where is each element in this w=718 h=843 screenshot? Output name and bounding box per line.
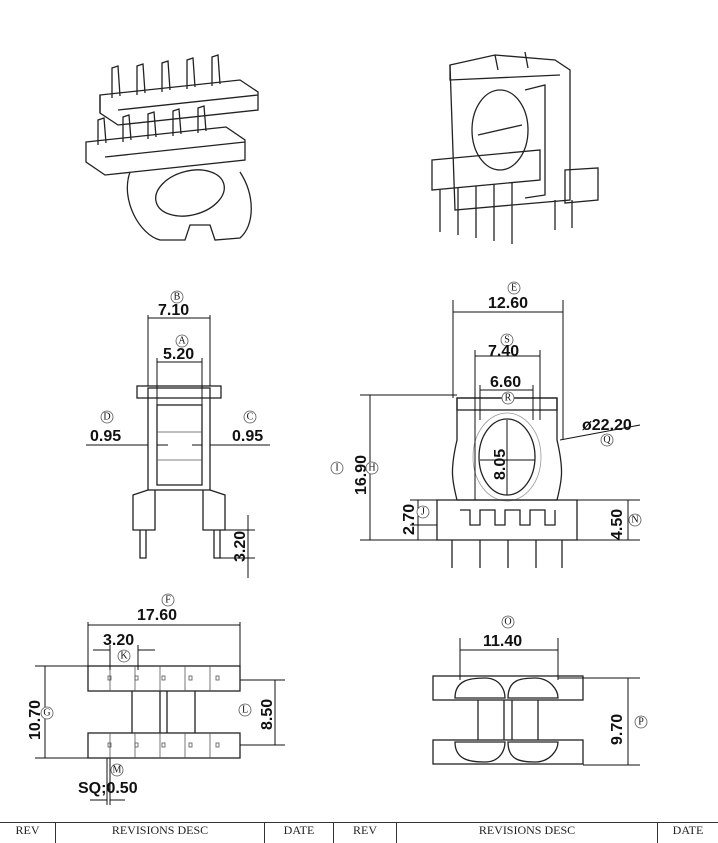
isometric-view-right [431,51,599,244]
label-P: P [638,717,644,728]
label-R: R [505,393,512,404]
dim-F: 17.60 [137,607,177,624]
isometric-view-left [85,54,259,241]
dim-S: 7.40 [488,343,519,360]
header-revisions-desc: REVISIONS DESC [56,823,265,843]
dim-pin-length: 3.20 [232,531,249,562]
dim-G: 10.70 [27,700,44,740]
dim-P: 9.70 [609,714,626,745]
label-D: D [103,412,110,423]
label-A: A [178,336,186,347]
label-I: I [335,463,338,474]
header-rev: REV [0,823,56,843]
dim-A: 5.20 [163,346,194,363]
label-C: C [247,412,254,423]
dim-N: 4.50 [609,509,626,540]
dim-H: 16.90 [353,455,370,495]
label-Q: Q [603,435,611,446]
dim-O: 11.40 [483,633,522,650]
header-revisions-desc-2: REVISIONS DESC [397,823,658,843]
dim-L: 8.50 [259,699,276,730]
dim-K: 3.20 [103,632,134,649]
dim-C: 0.95 [232,428,263,445]
dim-R: 6.60 [490,374,521,391]
revisions-table-header: REV REVISIONS DESC DATE REV REVISIONS DE… [0,822,718,843]
label-O: O [504,617,511,628]
label-B: B [174,292,181,303]
dim-Q: ø22.20 [582,417,632,434]
dim-B: 7.10 [158,302,189,319]
header-rev-2: REV [334,823,397,843]
label-S: S [504,335,510,346]
label-G: G [43,708,50,719]
label-F: F [165,595,171,606]
label-J: J [421,507,425,518]
label-E: E [511,283,517,294]
label-L: L [242,705,248,716]
dim-D: 0.95 [90,428,121,445]
dim-window: 8.05 [492,449,509,480]
front-view [360,300,641,568]
label-N: N [631,515,638,526]
header-date: DATE [265,823,334,843]
label-H: H [368,463,375,474]
top-view [432,638,640,766]
header-date-2: DATE [672,823,704,837]
dim-M: SQ;0.50 [78,780,138,797]
dim-E: 12.60 [488,295,528,312]
side-view [86,315,270,578]
label-M: M [113,765,122,776]
label-K: K [120,651,128,662]
dim-J: 2.70 [401,504,418,535]
